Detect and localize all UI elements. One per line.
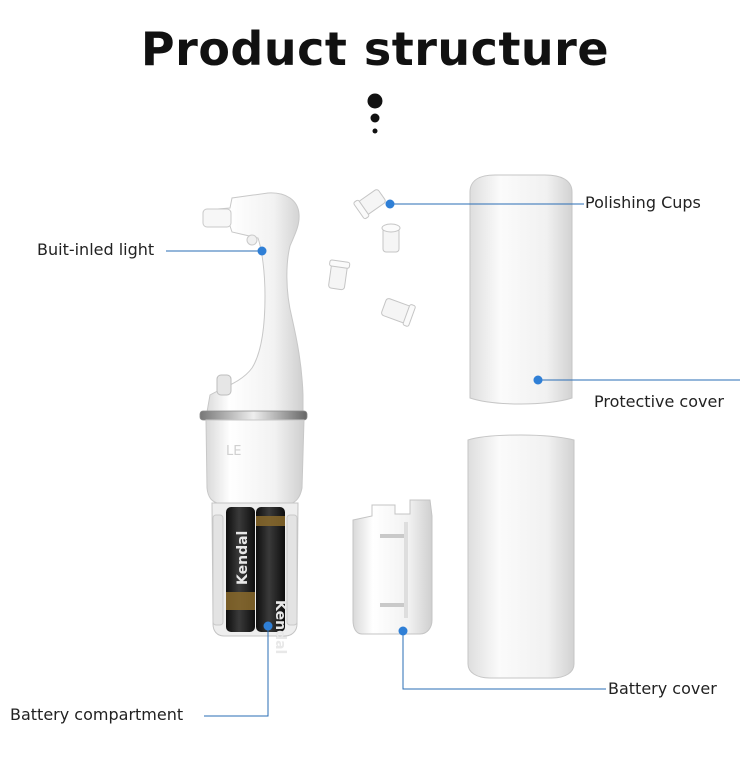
polishing-cups: [328, 189, 416, 327]
protective-cover: [469, 174, 573, 405]
battery-brand-mark-2: Kendal: [272, 600, 288, 654]
battery-brand-mark: Kendal: [235, 531, 251, 585]
svg-text:LE: LE: [226, 444, 241, 459]
title-dots-decoration: [367, 93, 383, 134]
page-title: Product structure: [140, 22, 610, 76]
battery-cover-clip: [352, 499, 433, 635]
label-polishing-cups: Polishing Cups: [585, 193, 701, 212]
handpiece: LE Kendal Kendal: [199, 192, 308, 654]
battery-cover-tube: [467, 434, 575, 679]
leader-lines: [166, 203, 740, 717]
label-battery-cover: Battery cover: [608, 679, 717, 698]
label-builtin-light: Buit-inled light: [37, 240, 155, 259]
label-battery-compartment: Battery compartment: [10, 705, 184, 724]
leader-dots: [257, 199, 543, 636]
label-protective-cover: Protective cover: [594, 392, 724, 411]
